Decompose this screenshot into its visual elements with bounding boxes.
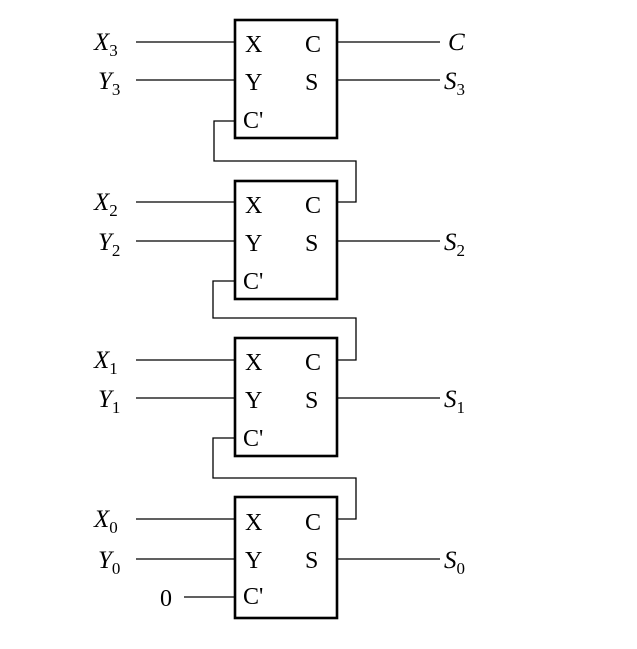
port-cin-label: C' — [243, 584, 263, 610]
adder-block — [233, 336, 339, 458]
adder-block — [233, 495, 339, 620]
port-cin-label: C' — [243, 108, 263, 134]
port-s-label: S — [305, 388, 318, 414]
carry-link-wire — [213, 120, 357, 203]
port-y-label: Y — [245, 388, 262, 414]
carry-in-zero-label: 0 — [160, 586, 172, 612]
y-input-label: Y0 — [98, 547, 120, 578]
port-c-label: C — [305, 32, 321, 58]
sum-output-label: S0 — [444, 547, 465, 578]
adder-block — [233, 18, 339, 140]
x-input-label: X2 — [93, 189, 118, 220]
port-x-label: X — [245, 32, 262, 58]
port-s-label: S — [305, 548, 318, 574]
port-y-label: Y — [245, 548, 262, 574]
port-cin-label: C' — [243, 426, 263, 452]
adder-stage-3: X C Y S C' X3 Y3 C S3 — [93, 18, 465, 140]
port-x-label: X — [245, 510, 262, 536]
sum-output-label: S2 — [444, 229, 465, 260]
sum-output-label: S3 — [444, 68, 465, 99]
adder-stage-0: X C Y S C' X0 Y0 S0 0 — [93, 495, 465, 620]
x-input-label: X1 — [93, 347, 118, 378]
port-s-label: S — [305, 70, 318, 96]
port-y-label: Y — [245, 231, 262, 257]
port-x-label: X — [245, 193, 262, 219]
port-c-label: C — [305, 510, 321, 536]
y-input-label: Y2 — [98, 229, 120, 260]
x-input-label: X3 — [93, 29, 118, 60]
port-c-label: C — [305, 193, 321, 219]
y-input-label: Y1 — [98, 386, 120, 417]
y-input-label: Y3 — [98, 68, 120, 99]
carry-link-wire — [212, 437, 357, 520]
port-x-label: X — [245, 350, 262, 376]
x-input-label: X0 — [93, 506, 118, 537]
port-c-label: C — [305, 350, 321, 376]
port-y-label: Y — [245, 70, 262, 96]
adder-stage-1: X C Y S C' X1 Y1 S1 — [93, 336, 465, 458]
adder-stage-2: X C Y S C' X2 Y2 S2 — [93, 179, 465, 301]
port-cin-label: C' — [243, 269, 263, 295]
sum-output-label: S1 — [444, 386, 465, 417]
port-s-label: S — [305, 231, 318, 257]
adder-block — [233, 179, 339, 301]
carry-link-wire — [212, 280, 357, 361]
carry-output-label: C — [448, 29, 465, 56]
